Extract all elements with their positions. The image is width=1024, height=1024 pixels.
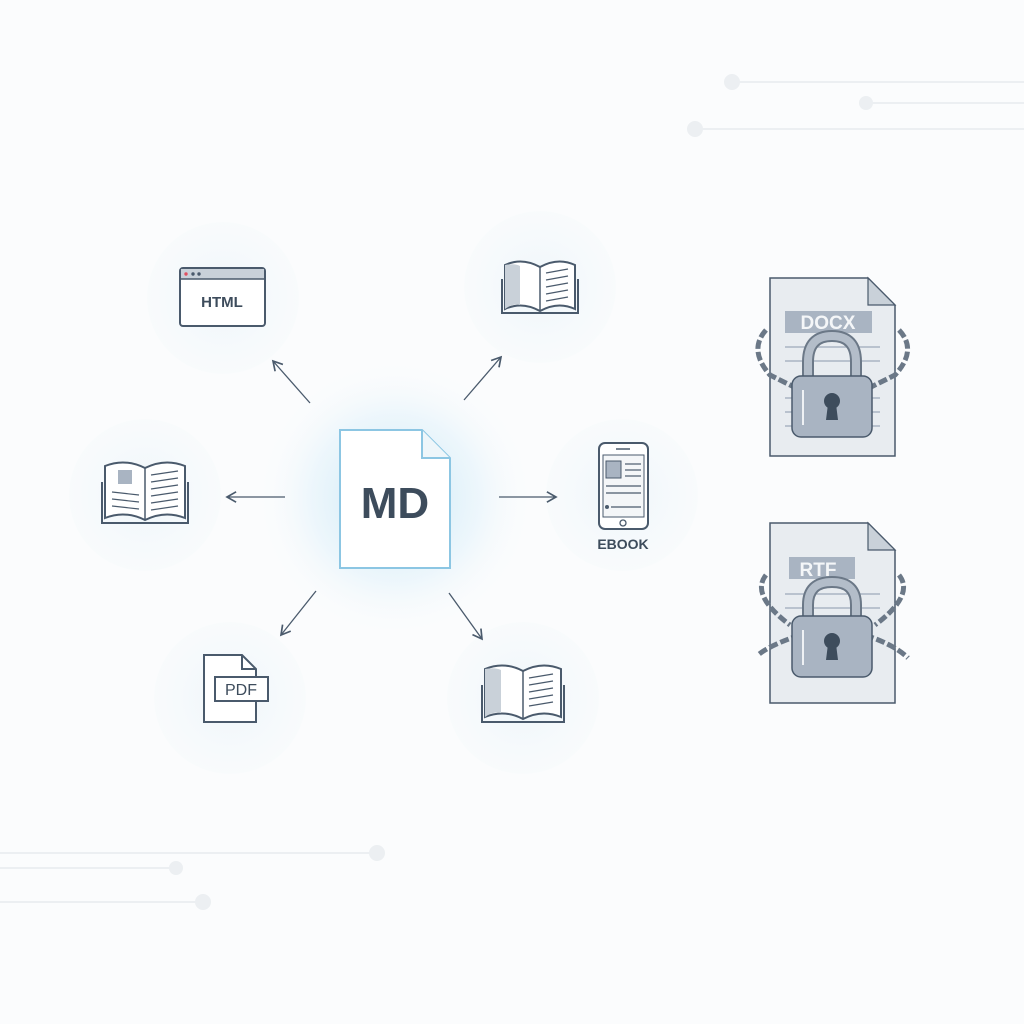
book-icon-bottom[interactable]: [481, 664, 565, 723]
chain-icon: [755, 328, 910, 393]
arrow-to-pdf: [279, 590, 317, 637]
padlock-icon: [791, 329, 873, 438]
arrows: [225, 355, 558, 641]
md-label: MD: [361, 479, 429, 528]
docx-label: DOCX: [801, 313, 856, 334]
locked-docx: DOCX: [755, 276, 910, 457]
arrow-to-html: [271, 359, 311, 404]
arrow-to-book-top: [463, 355, 503, 401]
html-output[interactable]: HTML: [179, 267, 266, 327]
md-document[interactable]: MD: [339, 429, 451, 569]
arrow-to-book-bottom: [448, 592, 483, 641]
pdf-label: PDF: [225, 682, 257, 699]
padlock-icon: [791, 575, 873, 678]
decorative-lines-bottom: [0, 845, 385, 910]
ebook-output[interactable]: EBOOK: [597, 442, 649, 552]
rtf-label: RTF: [800, 560, 837, 581]
pdf-output[interactable]: PDF: [203, 654, 269, 723]
html-label: HTML: [201, 294, 243, 311]
ebook-label: EBOOK: [597, 536, 648, 552]
decorative-lines-top: [687, 74, 1024, 137]
book-icon-left[interactable]: [101, 461, 189, 524]
locked-rtf: RTF: [756, 521, 910, 704]
book-icon-top[interactable]: [501, 260, 579, 314]
